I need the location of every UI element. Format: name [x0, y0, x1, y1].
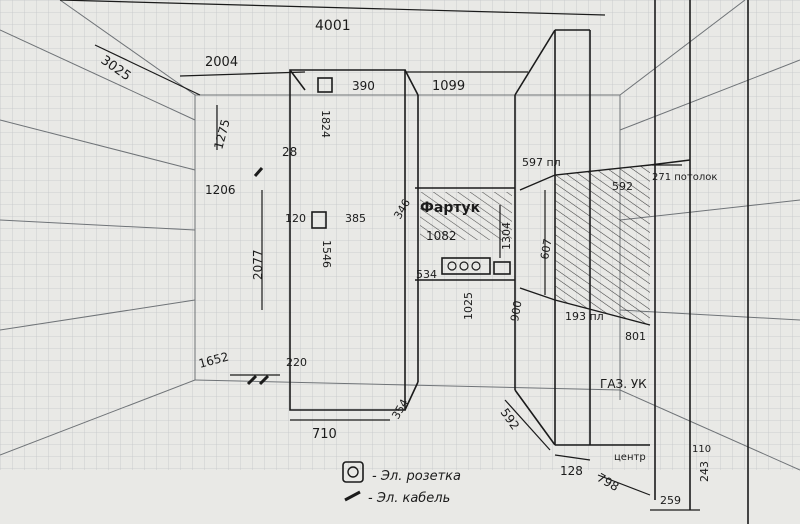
- dim-left-to-cabinet: 2004: [205, 55, 238, 70]
- dim-hatch-vert: 607: [538, 238, 554, 261]
- cable-marks: [246, 167, 270, 386]
- dim-niche-width: 1082: [426, 229, 457, 243]
- dim-socket-row-left: 534: [416, 268, 437, 281]
- dim-wall-height-left: 2077: [251, 249, 265, 280]
- label-facade: Фартук: [420, 200, 481, 216]
- label-gas: ГАЗ. УК: [600, 377, 647, 391]
- hood-line: [519, 159, 691, 191]
- dim-cable-left-v: 1206: [205, 183, 236, 197]
- legend-cable-label: - Эл. кабель: [368, 491, 450, 506]
- legend-socket-label: - Эл. розетка: [372, 469, 461, 484]
- dim-side-801: 801: [625, 330, 646, 343]
- counter-line: [519, 287, 651, 326]
- dim-overall-width: 4001: [315, 18, 351, 34]
- dim-floor-right: 220: [286, 356, 307, 369]
- dim-far-mid: 592: [612, 180, 633, 193]
- dim-far-top: 271 потолок: [652, 172, 717, 183]
- legend-socket-icon-inner: [347, 466, 359, 478]
- dim-socket-mid-left: 120: [285, 212, 306, 225]
- backsplash-hatch: [420, 192, 512, 240]
- dim-socket-top-below: 1824: [319, 110, 332, 138]
- socket-mid: [311, 211, 327, 229]
- socket-row: [441, 257, 491, 275]
- dim-bottom-259: 259: [660, 494, 681, 507]
- dim-socket-mid-height: 1546: [320, 240, 333, 268]
- dim-cable-left-h: 28: [282, 145, 297, 159]
- label-gas-center: центр: [614, 452, 646, 463]
- legend-cable-icon: [344, 490, 361, 502]
- dim-right-243: 243: [698, 461, 711, 482]
- dim-side-193: 193 пл: [565, 310, 604, 323]
- dimension-lines: [59, 0, 700, 511]
- room-outline: [0, 0, 800, 471]
- graph-grid: [0, 0, 800, 470]
- right-wall-edges: [654, 0, 749, 524]
- dim-cabinet-width: 710: [312, 427, 337, 442]
- dim-counter-height: 900: [508, 300, 524, 323]
- dim-hood-top: 597 пл: [522, 156, 561, 169]
- dim-socket-mid-right: 385: [345, 212, 366, 225]
- socket-top: [317, 77, 333, 93]
- dim-socket-row-height: 1025: [462, 292, 475, 320]
- dim-cabinet-to-niche: 1099: [432, 79, 465, 94]
- dim-right-110: 110: [692, 444, 711, 455]
- legend-socket-icon: [342, 461, 364, 483]
- backsplash-outline: [415, 187, 515, 281]
- tall-cabinet: [289, 69, 419, 411]
- dim-socket-top-right: 390: [352, 79, 375, 93]
- dim-floor-128: 128: [560, 464, 583, 478]
- side-wall-hatch: [555, 165, 650, 325]
- socket-single: [493, 261, 511, 275]
- dim-niche-height: 1304: [500, 222, 513, 250]
- socket-row-outlets: [447, 261, 481, 271]
